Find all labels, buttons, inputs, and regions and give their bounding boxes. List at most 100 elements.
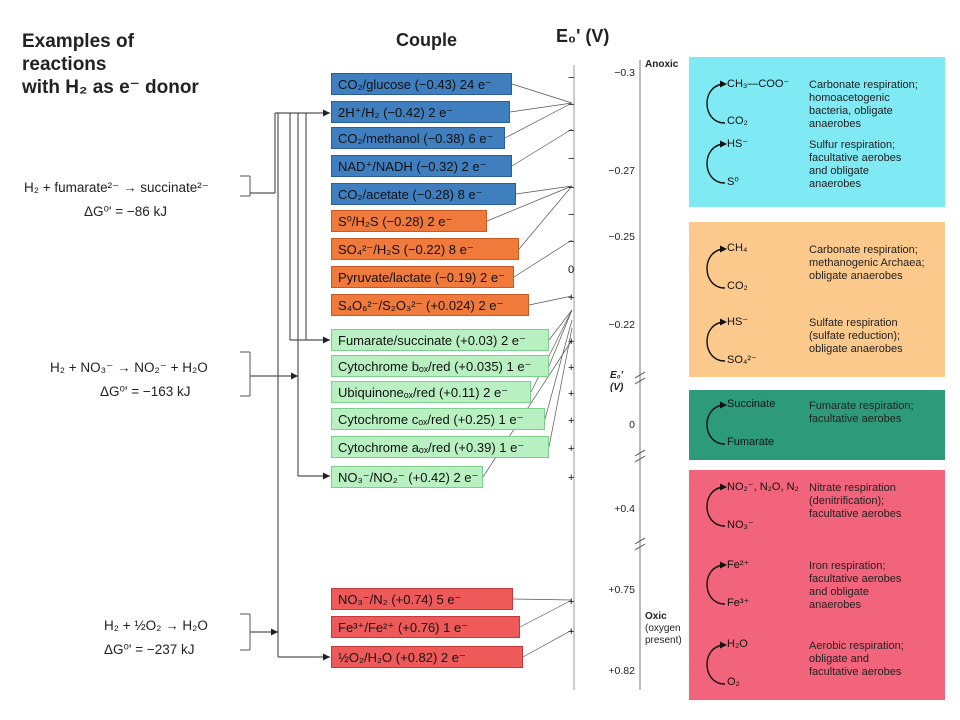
axis-tick: − (568, 125, 575, 137)
couple-leader-line (512, 598, 573, 601)
reaction-fumarate: H₂ + fumarate²⁻ → succinate²⁻ (24, 180, 209, 195)
axis-tick: + (568, 626, 575, 638)
nitrate-arrow-head (291, 372, 298, 380)
reaction-oxygen-dg: ΔG⁰' = −237 kJ (104, 642, 195, 657)
e0-header: E₀' (V) (556, 26, 610, 46)
reduction-arrow-icon (706, 401, 727, 445)
reaction-oxygen: H₂ + ½O₂ → H₂O (104, 618, 208, 633)
couple-box: CO₂/methanol (−0.38) 6 e⁻ (331, 127, 505, 149)
reduction-arrow-icon (706, 561, 727, 605)
electron-acceptor: S⁰ (727, 176, 739, 188)
couple-box: SO₄²⁻/H₂S (−0.22) 8 e⁻ (331, 238, 519, 260)
reduction-arrow-icon (706, 641, 727, 685)
couple-box: Cytochrome bₒₓ/red (+0.035) 1 e⁻ (331, 355, 549, 377)
axis-tick: + (568, 362, 575, 374)
scale-break (634, 543, 646, 551)
electron-donor-product: HS⁻ (727, 316, 749, 328)
couple-box: NO₃⁻/N₂ (+0.74) 5 e⁻ (331, 588, 513, 610)
couple-box: 2H⁺/H₂ (−0.42) 2 e⁻ (331, 101, 510, 123)
couple-leader-line (548, 309, 573, 341)
axis-tick: + (568, 388, 575, 400)
scale-value: +0.75 (608, 584, 635, 596)
axis-tick: − (568, 182, 575, 194)
electron-donor-product: Succinate (727, 398, 776, 410)
couple-leader-line (511, 83, 573, 104)
respiration-description: Carbonate respiration; methanogenic Arch… (809, 244, 925, 282)
axis-tick: + (568, 292, 575, 304)
respiration-description: Nitrate respiration (denitrification); f… (809, 482, 902, 520)
reaction-fumarate-dg: ΔG⁰' = −86 kJ (84, 204, 168, 219)
scale-break (634, 371, 646, 379)
scale-e0-label: E₀' (V) (610, 370, 624, 393)
couple-box: Fumarate/succinate (+0.03) 2 e⁻ (331, 329, 549, 351)
reduction-arrow-icon (706, 80, 727, 124)
respiration-panel: CH₄ CO₂ Carbonate respiration; methanogeni… (689, 222, 945, 377)
couple-box: NO₃⁻/NO₂⁻ (+0.42) 2 e⁻ (331, 466, 483, 488)
electron-acceptor: O₂ (727, 676, 740, 688)
scale-break (634, 449, 646, 457)
axis-tick: + (568, 415, 575, 427)
couple-leader-line (518, 185, 573, 250)
couple-box: Ubiquinoneₒₓ/red (+0.11) 2 e⁻ (331, 381, 531, 403)
axis-tick: + (568, 472, 575, 484)
electron-donor-product: HS⁻ (727, 138, 749, 150)
reduction-arrow-icon (706, 245, 727, 289)
figure-title: Examples of reactions with H₂ as e⁻ dono… (22, 31, 199, 98)
couple-leader-line (519, 599, 573, 628)
couple-box: S₄O₆²⁻/S₂O₃²⁻ (+0.024) 2 e⁻ (331, 294, 529, 316)
respiration-description: Aerobic respiration; obligate and facult… (809, 640, 904, 678)
scale-value: −0.25 (608, 231, 635, 243)
scale-value: 0 (629, 419, 635, 431)
axis-tick: − (568, 236, 575, 248)
couple-leader-line (530, 309, 573, 393)
electron-acceptor: CO₂ (727, 280, 748, 292)
axis-tick: + (568, 443, 575, 455)
couple-box: CO₂/acetate (−0.28) 8 e⁻ (331, 183, 516, 205)
electron-acceptor: Fumarate (727, 436, 775, 448)
couple-leader-line (548, 309, 573, 367)
couple-header: Couple (396, 30, 457, 50)
scale-break (634, 455, 646, 463)
couple-box: Cytochrome aₒₓ/red (+0.39) 1 e⁻ (331, 436, 549, 458)
nitrate-to-nitrite-arrow-head (323, 472, 330, 480)
couple-leader-line (513, 239, 573, 278)
scale-value: −0.3 (614, 67, 635, 79)
scale-value: +0.82 (608, 665, 635, 677)
couple-leader-line (504, 102, 573, 139)
reaction-nitrate: H₂ + NO₃⁻ → NO₂⁻ + H₂O (50, 360, 208, 375)
couple-leader-line (515, 185, 573, 195)
electron-donor-product: CH₃—COO⁻ (727, 78, 790, 90)
oxic-sub-label: (oxygen present) (645, 623, 682, 646)
electron-acceptor: NO₃⁻ (727, 519, 754, 531)
electron-acceptor: SO₄²⁻ (727, 354, 757, 366)
scale-value: +0.4 (614, 503, 635, 515)
axis-tick: 0 (568, 264, 575, 276)
electron-donor-product: H₂O (727, 638, 748, 650)
fumarate-to-fumarate-arrow-head (323, 336, 330, 344)
couple-leader-line (486, 185, 573, 222)
axis-tick: − (568, 209, 575, 221)
oxic-label: Oxic (645, 611, 667, 622)
couple-leader-line (548, 327, 573, 448)
oxygen-arrow-head (271, 628, 278, 636)
scale-value: −0.22 (608, 319, 635, 331)
electron-donor-product: CH₄ (727, 242, 748, 254)
axis-tick: + (568, 596, 575, 608)
couple-leader-line (544, 319, 573, 420)
electron-acceptor: Fe³⁺ (727, 597, 750, 609)
couple-box: CO₂/glucose (−0.43) 24 e⁻ (331, 73, 512, 95)
scale-value: −0.27 (608, 165, 635, 177)
anoxic-label: Anoxic (645, 59, 679, 70)
electron-donor-product: NO₂⁻, N₂O, N₂ (727, 481, 799, 493)
reduction-arrow-icon (706, 483, 727, 527)
couple-box: Cytochrome cₒₓ/red (+0.25) 1 e⁻ (331, 408, 545, 430)
fumarate-arrow-head (323, 109, 330, 117)
couple-box: S⁰/H₂S (−0.28) 2 e⁻ (331, 210, 487, 232)
reaction-nitrate-dg: ΔG⁰' = −163 kJ (100, 384, 191, 399)
electron-acceptor: CO₂ (727, 115, 748, 127)
couple-leader-line (528, 295, 573, 306)
scale-break (634, 537, 646, 545)
oxygen-to-water-arrow-head (323, 653, 330, 661)
